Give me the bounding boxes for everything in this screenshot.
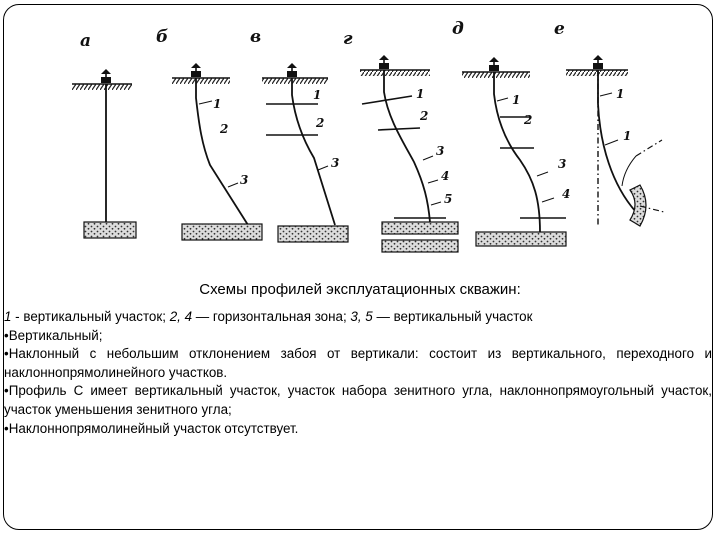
reservoir-layer bbox=[381, 239, 459, 253]
wellhead-icon bbox=[100, 68, 112, 84]
segment-label: 1 bbox=[213, 97, 221, 111]
bullet-item: Наклоннопрямолинейный участок отсутствуе… bbox=[4, 420, 712, 439]
reservoir-layer bbox=[629, 184, 647, 227]
profile-letter-g: г bbox=[343, 29, 353, 49]
ground-surface bbox=[72, 84, 132, 90]
segment-label: 3 bbox=[558, 157, 566, 171]
segment-label: 4 bbox=[441, 169, 449, 183]
horizontal-zone bbox=[377, 127, 421, 131]
profile-letter-v: в bbox=[250, 27, 261, 47]
profile-letter-a: а bbox=[80, 31, 91, 51]
wellhead-icon bbox=[488, 56, 500, 72]
segment-label: 1 bbox=[313, 88, 321, 102]
reservoir-layer bbox=[181, 223, 263, 241]
legend-text: — вертикальный участок bbox=[372, 309, 533, 324]
reservoir-layer bbox=[83, 221, 137, 239]
description-text: 1 - вертикальный участок; 2, 4 — горизон… bbox=[4, 308, 712, 438]
bullet-item: Профиль С имеет вертикальный участок, уч… bbox=[4, 382, 712, 419]
segment-label: 2 bbox=[419, 109, 428, 123]
segment-label: 1 bbox=[623, 129, 631, 143]
segment-label: 1 bbox=[512, 93, 520, 107]
segment-label: 2 bbox=[523, 113, 532, 127]
well-profile-g: 1 2 3 4 5 bbox=[360, 54, 459, 253]
legend-number: 1 bbox=[4, 309, 12, 324]
well-profile-a bbox=[72, 68, 137, 239]
segment-label: 3 bbox=[436, 144, 444, 158]
legend-text: — горизонтальная зона; bbox=[192, 309, 351, 324]
wellhead-icon bbox=[190, 62, 202, 78]
bullet-item: Вертикальный; bbox=[4, 327, 712, 346]
well-profiles-diagram: а б в г д е 1 2 3 bbox=[72, 19, 665, 253]
segment-label: 2 bbox=[219, 122, 228, 136]
reservoir-layer bbox=[277, 225, 349, 243]
segment-label: 1 bbox=[416, 87, 424, 101]
profile-letter-d: д bbox=[452, 19, 464, 39]
segment-label: 5 bbox=[444, 192, 452, 206]
horizontal-zone bbox=[361, 95, 413, 105]
well-profile-v: 1 2 3 bbox=[262, 62, 349, 243]
legend-number: 2, 4 bbox=[169, 309, 193, 324]
bullet-item: Наклонный с небольшим отклонением забоя … bbox=[4, 345, 712, 382]
wellhead-icon bbox=[592, 54, 604, 70]
wellhead-icon bbox=[286, 62, 298, 78]
wellhead-icon bbox=[378, 54, 390, 70]
segment-label: 1 bbox=[616, 87, 624, 101]
segment-label: 2 bbox=[315, 116, 324, 130]
reservoir-layer bbox=[381, 221, 459, 235]
segment-label: 4 bbox=[562, 187, 570, 201]
reservoir-layer bbox=[475, 231, 567, 247]
profile-letter-e: е bbox=[554, 19, 565, 39]
well-profile-e: 1 1 bbox=[566, 54, 665, 227]
slide-frame bbox=[3, 4, 713, 530]
legend-line: 1 - вертикальный участок; 2, 4 — горизон… bbox=[4, 308, 712, 327]
well-profile-b: 1 2 3 bbox=[172, 62, 263, 241]
legend-text: - вертикальный участок; bbox=[11, 309, 170, 324]
diagram-caption: Схемы профилей эксплуатационных скважин: bbox=[199, 281, 521, 298]
legend-number: 3, 5 bbox=[350, 309, 373, 324]
segment-label: 3 bbox=[240, 173, 248, 187]
profile-letter-b: б bbox=[156, 27, 168, 47]
well-profile-d: 1 2 3 4 bbox=[462, 56, 570, 247]
segment-label: 3 bbox=[331, 156, 339, 170]
